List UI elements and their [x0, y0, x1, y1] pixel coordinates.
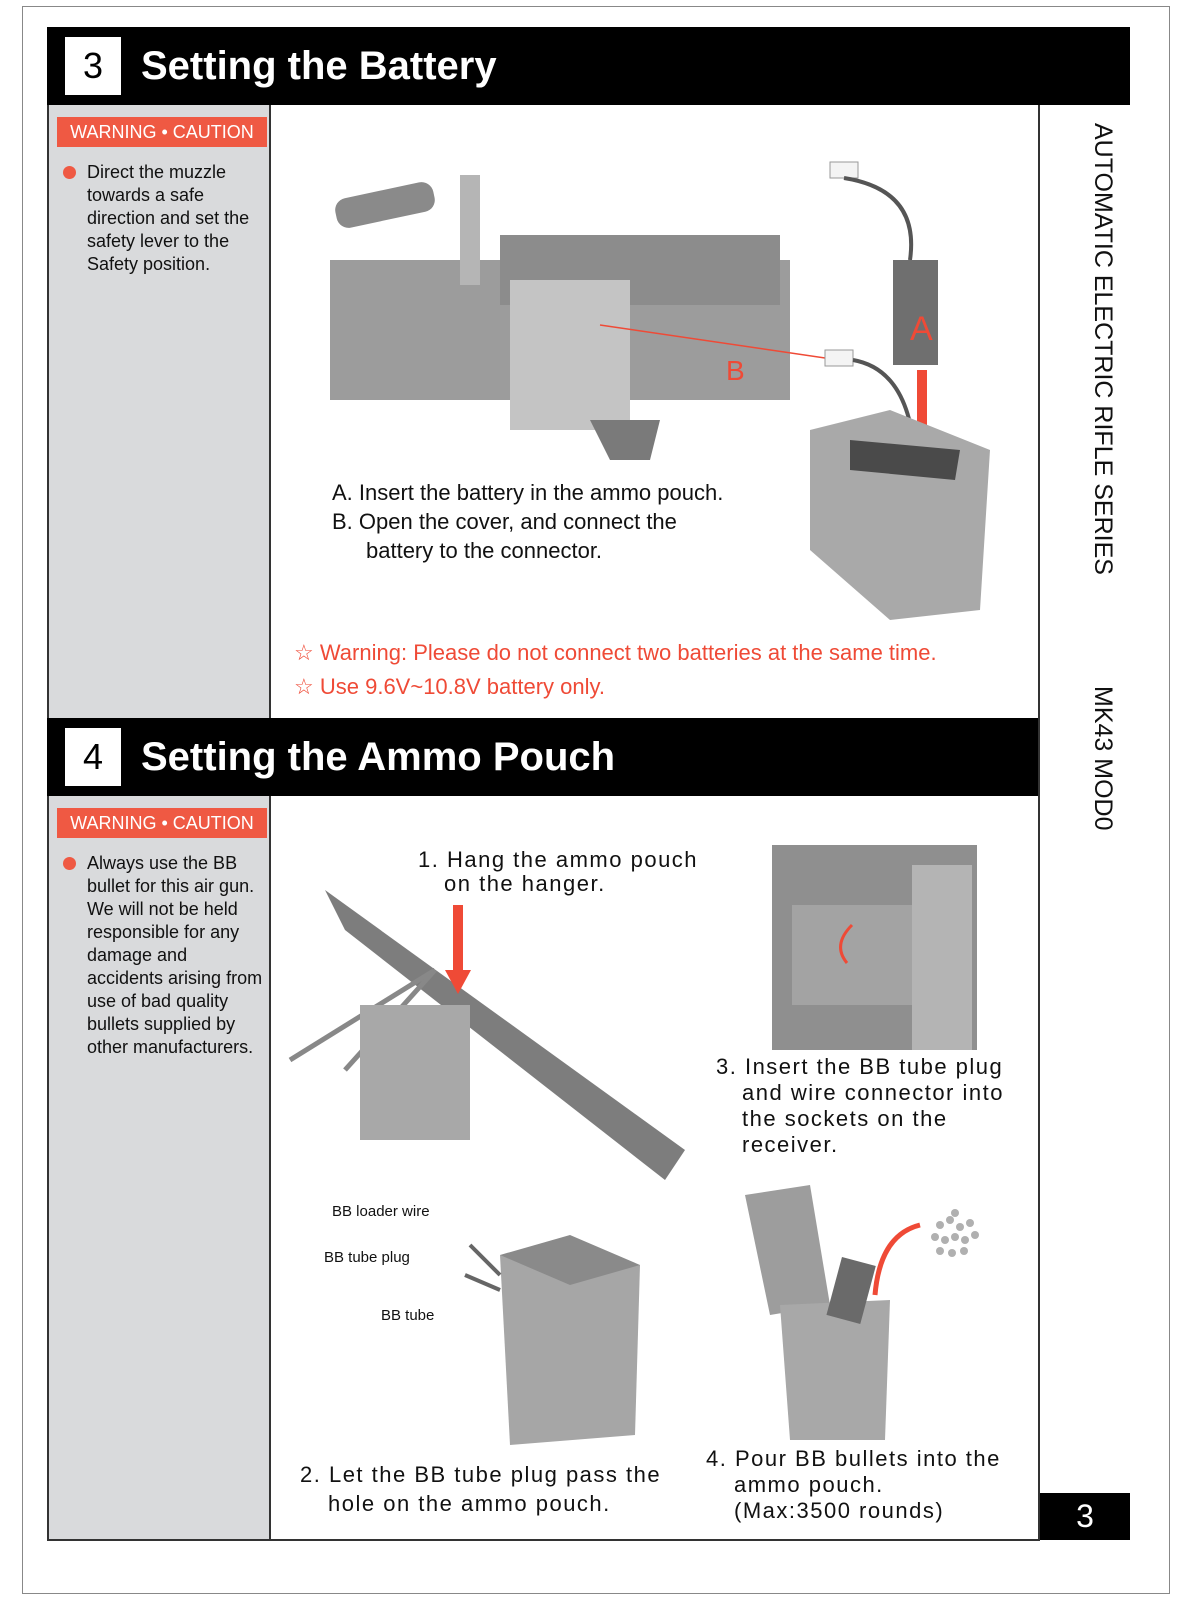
- step-1-text: 1. Hang the ammo pouch on the hanger.: [418, 848, 698, 896]
- note-text: Use 9.6V~10.8V battery only.: [319, 674, 606, 699]
- page-frame: [22, 6, 1170, 1594]
- page-number: 3: [1040, 1493, 1130, 1540]
- warning-bullet: Direct the muzzle towards a safe directi…: [63, 161, 253, 276]
- warning-text: Always use the BB bullet for this air gu…: [87, 853, 263, 1057]
- series-title: AUTOMATIC ELECTRIC RIFLE SERIES: [1089, 123, 1117, 575]
- step-a-text: A. Insert the battery in the ammo pouch.: [332, 480, 724, 505]
- bullet-dot-icon: [63, 857, 76, 870]
- step-1-line: 1. Hang the ammo pouch: [418, 847, 699, 872]
- sidebar-divider: [1038, 105, 1040, 1541]
- section-3-header: 3 Setting the Battery: [47, 27, 1130, 105]
- section-4-number: 4: [65, 728, 121, 786]
- step-3-line: and wire connector into: [742, 1080, 1004, 1105]
- warning-bullet: Always use the BB bullet for this air gu…: [63, 852, 263, 1059]
- step-b-text: B. Open the cover, and connect the: [332, 509, 677, 534]
- down-arrow-icon: [917, 370, 927, 435]
- bottom-rule: [47, 1539, 1040, 1541]
- step-3-line: the sockets on the: [742, 1106, 948, 1131]
- step-2-text: 2. Let the BB tube plug pass the hole on…: [300, 1460, 661, 1518]
- callout-a: A: [910, 310, 933, 348]
- ammo-pouch-image: [810, 410, 990, 620]
- receiver-socket-photo: [772, 845, 977, 1050]
- step-4-line: (Max:3500 rounds): [734, 1498, 945, 1523]
- battery-installation-illustration: A B: [330, 161, 990, 620]
- battery-warning-note: ☆ Warning: Please do not connect two bat…: [294, 638, 937, 667]
- step-4-line: 4. Pour BB bullets into the: [706, 1446, 1001, 1471]
- step-3-line: 3. Insert the BB tube plug: [716, 1054, 1004, 1079]
- step-4-line: ammo pouch.: [734, 1472, 884, 1497]
- section-4-warning-panel: WARNING • CAUTION Always use the BB bull…: [47, 796, 271, 1541]
- star-icon: ☆: [294, 674, 314, 699]
- step-3-line: receiver.: [742, 1132, 839, 1157]
- step-3-text: 3. Insert the BB tube plug and wire conn…: [716, 1054, 1004, 1158]
- battery-voltage-note: ☆ Use 9.6V~10.8V battery only.: [294, 672, 605, 701]
- step-2-line: hole on the ammo pouch.: [328, 1491, 611, 1516]
- warning-caution-label: WARNING • CAUTION: [57, 117, 267, 147]
- bb-bullets-image: [931, 1209, 979, 1257]
- rifle-receiver-image: [330, 175, 790, 460]
- rotate-arrow-icon: [839, 923, 854, 964]
- note-text: Warning: Please do not connect two batte…: [319, 640, 937, 665]
- model-name: MK43 MOD0: [1089, 686, 1117, 831]
- bullet-dot-icon: [63, 166, 76, 179]
- section-3-title: Setting the Battery: [141, 44, 497, 88]
- pour-arrow-icon: [872, 1222, 921, 1296]
- label-bb-tube-plug: BB tube plug: [324, 1249, 410, 1266]
- step-4-text: 4. Pour BB bullets into the ammo pouch. …: [706, 1446, 1001, 1524]
- section-4-title: Setting the Ammo Pouch: [141, 735, 616, 779]
- label-bb-loader-wire: BB loader wire: [332, 1203, 430, 1220]
- warning-caution-label: WARNING • CAUTION: [57, 808, 267, 838]
- callout-line-b: [599, 324, 826, 359]
- hang-pouch-illustration: [288, 890, 685, 1180]
- star-icon: ☆: [294, 640, 314, 665]
- section-4-header: 4 Setting the Ammo Pouch: [47, 718, 1040, 796]
- down-arrow-icon: [453, 905, 463, 975]
- label-bb-tube: BB tube: [381, 1307, 435, 1324]
- warning-text: Direct the muzzle towards a safe directi…: [87, 162, 250, 274]
- section-3-warning-panel: WARNING • CAUTION Direct the muzzle towa…: [47, 105, 271, 718]
- section-3-number: 3: [65, 37, 121, 95]
- pour-bb-illustration: [745, 1185, 979, 1440]
- step-2-line: 2. Let the BB tube plug pass the: [300, 1462, 662, 1487]
- step-b-text-cont: battery to the connector.: [366, 538, 603, 563]
- step-1-line: on the hanger.: [444, 871, 606, 896]
- pouch-tube-illustration: [464, 1235, 640, 1445]
- callout-b: B: [726, 355, 745, 386]
